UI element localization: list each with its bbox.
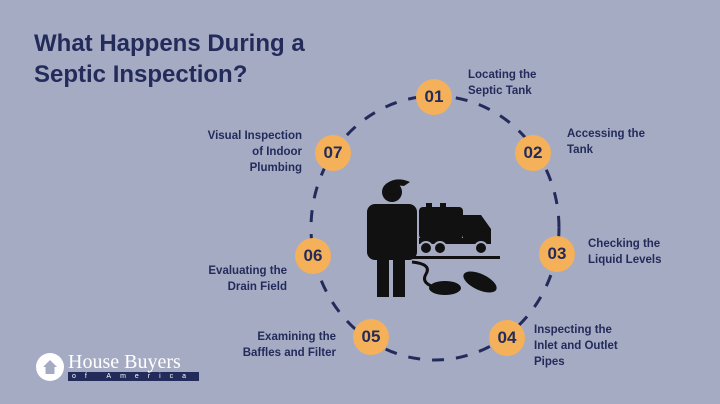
step-number: 07: [323, 143, 343, 162]
step-06-badge: 06: [295, 238, 331, 274]
logo-name: House Buyers: [68, 351, 181, 373]
label-line: Checking the: [588, 238, 661, 250]
title-line-2: Septic Inspection?: [34, 61, 248, 88]
house-icon: [36, 352, 64, 381]
page-title: What Happens During a Septic Inspection?: [34, 28, 305, 90]
label-line: Liquid Levels: [588, 254, 662, 266]
step-number: 03: [547, 244, 567, 263]
step-number: 05: [361, 327, 381, 346]
step-05-badge: 05: [353, 319, 389, 355]
label-line: Locating the: [468, 69, 537, 81]
label-line: Evaluating the: [208, 265, 287, 277]
step-number: 04: [497, 328, 517, 347]
step-number: 02: [523, 143, 543, 162]
step-04-badge: 04: [489, 320, 525, 356]
step-number: 06: [303, 246, 323, 265]
step-01-badge: 01: [416, 79, 452, 115]
step-number: 01: [424, 87, 444, 106]
logo-subtitle: of America: [68, 372, 200, 381]
label-line: Drain Field: [227, 281, 287, 293]
house-buyers-logo: House Buyers of America: [36, 351, 200, 381]
step-03-badge: 03: [539, 236, 575, 272]
label-line: Examining the: [257, 331, 336, 343]
label-line: Accessing the: [567, 128, 645, 140]
title-line-1: What Happens During a: [34, 30, 305, 57]
step-07-badge: 07: [315, 135, 351, 171]
label-line: Plumbing: [249, 162, 302, 174]
label-line: Inspecting the: [534, 324, 612, 336]
label-line: Pipes: [534, 356, 565, 368]
label-line: Baffles and Filter: [242, 347, 336, 359]
septic-worker-truck-icon: [367, 179, 500, 297]
label-line: Visual Inspection: [207, 130, 302, 142]
label-line: Tank: [567, 144, 593, 156]
step-02-badge: 02: [515, 135, 551, 171]
label-line: Inlet and Outlet: [534, 340, 618, 352]
label-line: of Indoor: [252, 146, 302, 158]
label-line: Septic Tank: [468, 85, 532, 97]
